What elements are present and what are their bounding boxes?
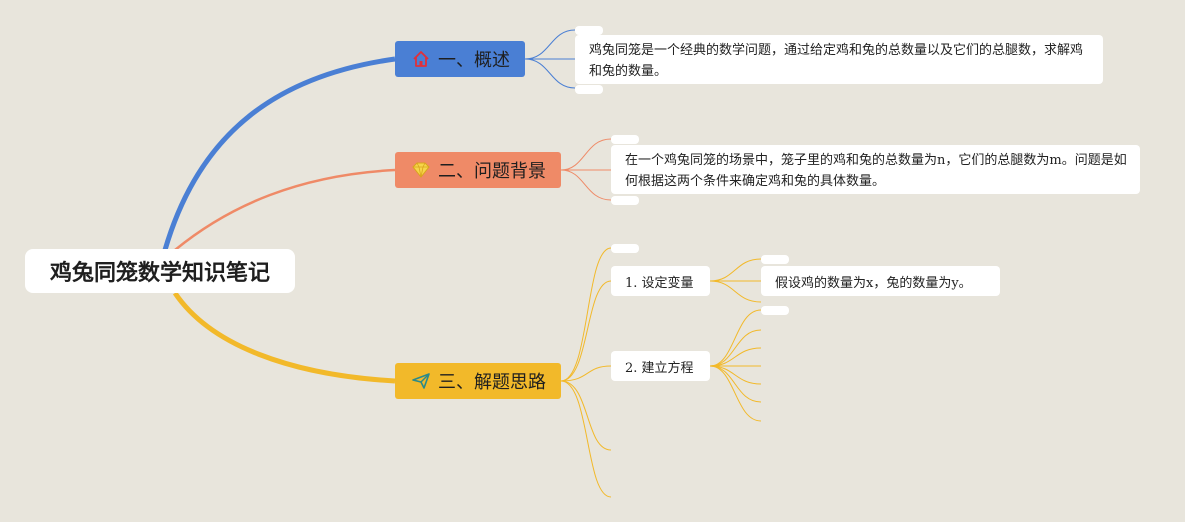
branch-overview[interactable]: 一、概述 (395, 41, 525, 77)
send-icon (410, 370, 432, 392)
root-topic[interactable]: 鸡兔同笼数学知识笔记 (25, 249, 295, 293)
branch-background-label: 二、问题背景 (438, 161, 546, 182)
branch-background[interactable]: 二、问题背景 (395, 152, 561, 188)
overview-stub-top (575, 26, 603, 35)
branch-overview-label: 一、概述 (438, 50, 510, 71)
root-title: 鸡兔同笼数学知识笔记 (49, 261, 270, 286)
branch-solution[interactable]: 三、解题思路 (395, 363, 561, 399)
background-stub-top (611, 135, 639, 144)
variables-note[interactable]: 假设鸡的数量为x，兔的数量为y。 (761, 266, 1000, 296)
link-background-note (560, 138, 612, 201)
background-note[interactable]: 在一个鸡兔同笼的场景中，笼子里的鸡和兔的总数量为n，它们的总腿数为m。问题是如何… (611, 145, 1140, 194)
branch-solution-label: 三、解题思路 (438, 372, 546, 393)
diamond-icon (410, 159, 432, 181)
sub-topic-variables[interactable]: 1. 设定变量 (611, 266, 710, 296)
sub-topic-equations[interactable]: 2. 建立方程 (611, 351, 710, 381)
solution-stub-top (611, 244, 639, 253)
variables-stub-top (761, 255, 789, 264)
sub-topic-equations-label: 2. 建立方程 (625, 360, 694, 376)
link-equation-children (709, 309, 762, 422)
variables-note-text: 假设鸡的数量为x，兔的数量为y。 (775, 275, 972, 291)
link-solution-children (560, 247, 612, 498)
overview-stub-bottom (575, 85, 603, 94)
overview-note-text: 鸡兔同笼是一个经典的数学问题，通过给定鸡和兔的总数量以及它们的总腿数，求解鸡和兔… (589, 43, 1084, 79)
link-overview-note (524, 29, 576, 89)
link-variable-note (709, 258, 762, 303)
background-note-text: 在一个鸡兔同笼的场景中，笼子里的鸡和兔的总数量为n，它们的总腿数为m。问题是如何… (625, 153, 1127, 189)
equation-stub-top (761, 306, 789, 315)
link-root-solution (172, 291, 396, 384)
link-root-background (174, 168, 396, 251)
overview-note[interactable]: 鸡兔同笼是一个经典的数学问题，通过给定鸡和兔的总数量以及它们的总腿数，求解鸡和兔… (575, 35, 1103, 84)
sub-topic-variables-label: 1. 设定变量 (625, 275, 694, 291)
background-stub-bottom (611, 196, 639, 205)
home-icon (410, 48, 432, 70)
link-root-overview (162, 56, 396, 251)
